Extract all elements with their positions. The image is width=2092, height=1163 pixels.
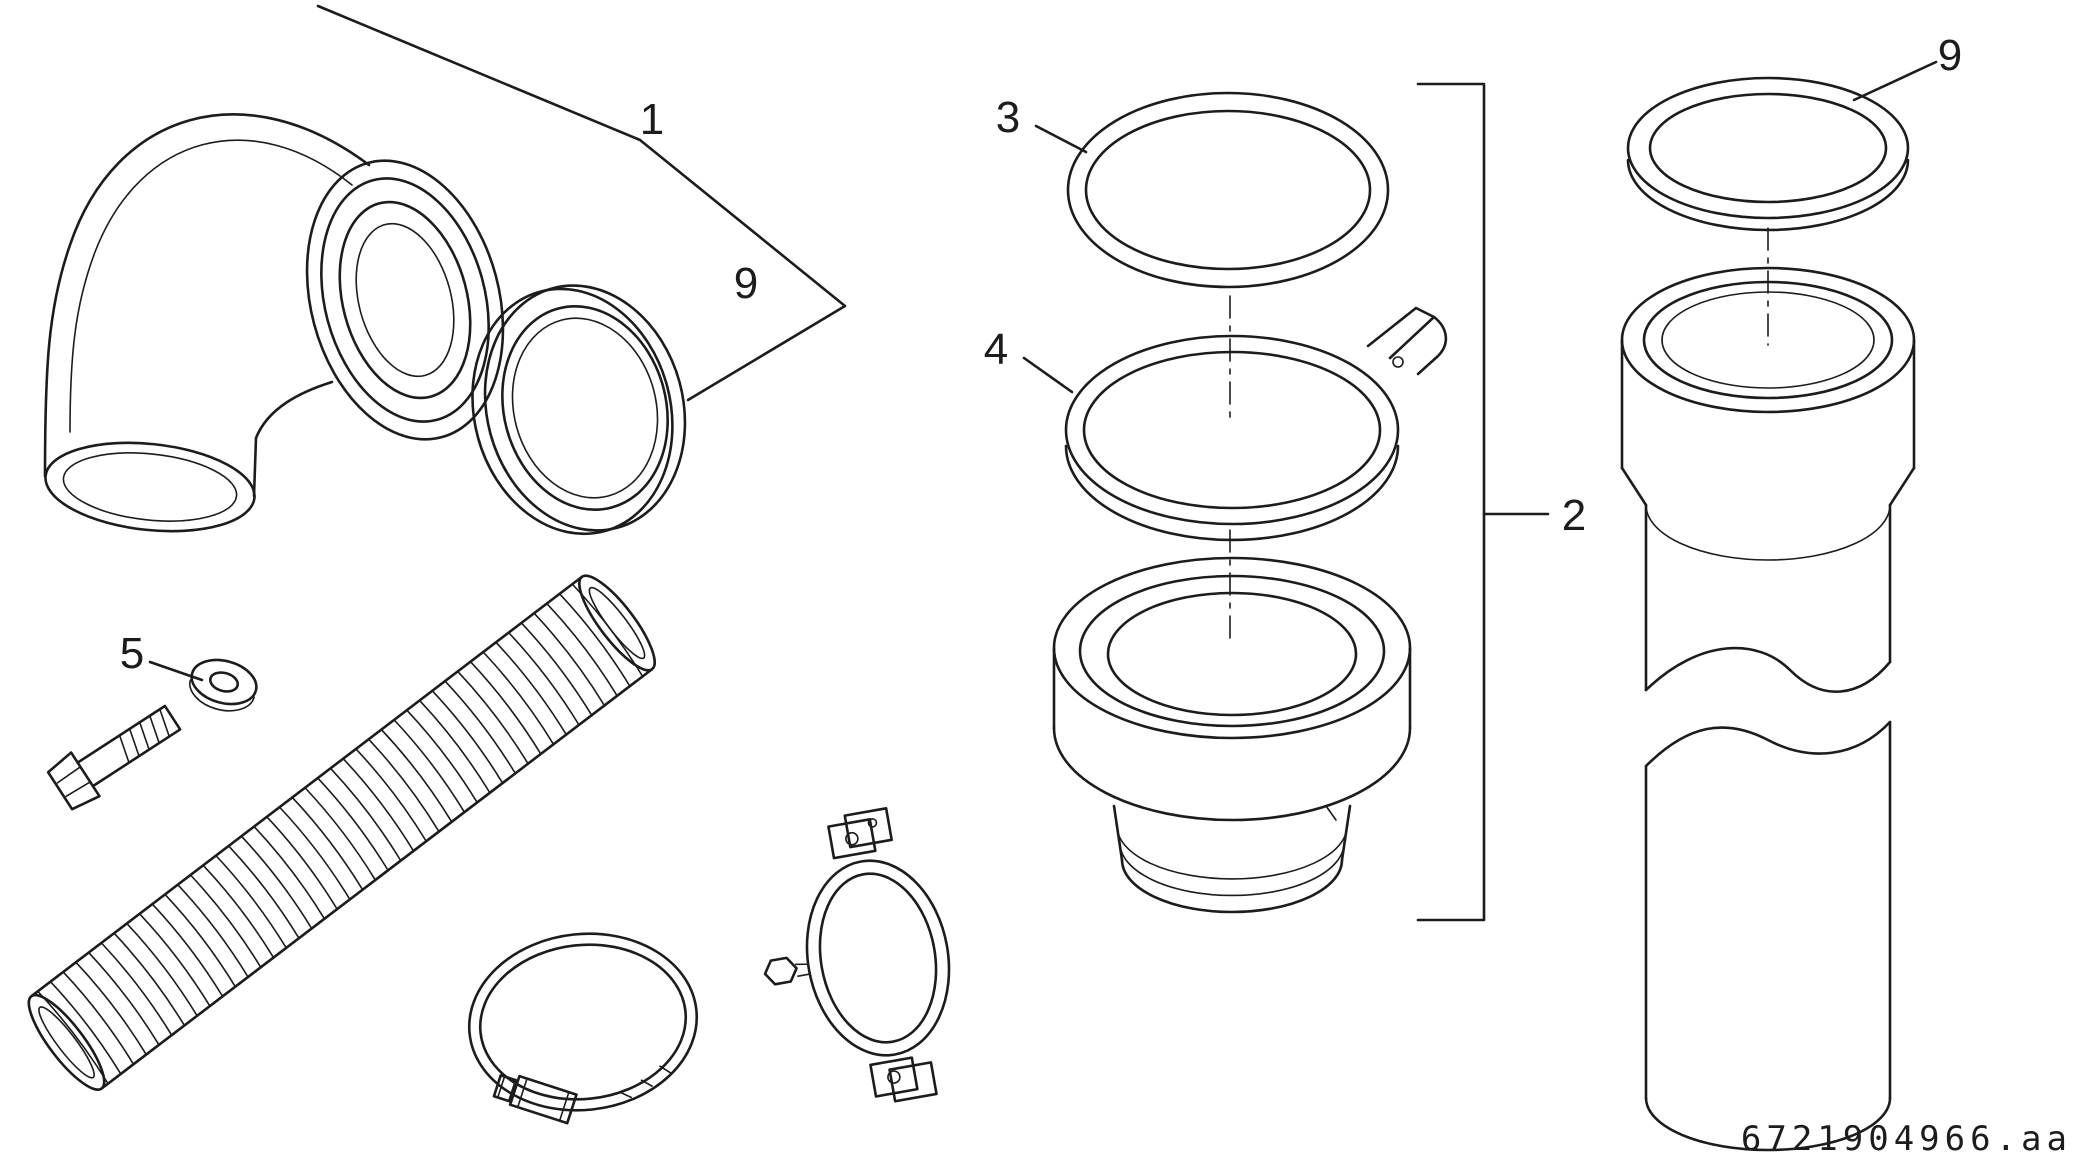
callout-3: 3 <box>996 93 1020 142</box>
leader-line-clamp-ring <box>1022 356 1074 394</box>
centerlines <box>1229 227 1769 641</box>
callout-5: 5 <box>120 629 144 678</box>
callout-4: 4 <box>984 325 1008 374</box>
corrugated-hose <box>27 574 656 1091</box>
hex-bolt <box>46 704 182 811</box>
part-number: 6721904966.aa <box>1741 1119 2072 1159</box>
leader-line-seal-right <box>1852 60 1938 102</box>
o-ring <box>1066 91 1390 289</box>
washer <box>189 658 258 712</box>
bracket-nut <box>763 956 798 986</box>
pipe-section <box>1620 266 1916 1152</box>
callout-9-left: 9 <box>734 259 758 308</box>
elbow-fitting <box>43 113 505 533</box>
hose-clamp <box>467 932 699 1125</box>
seal-ring-left <box>471 284 687 536</box>
pipe-break-upper <box>1644 646 1892 693</box>
flange-adapter <box>1052 556 1412 914</box>
callout-2: 2 <box>1562 491 1586 540</box>
hose-clamp-screw-housing <box>492 1074 578 1125</box>
leader-line-elbow-and-seal <box>316 4 847 402</box>
leader-line-bolt <box>148 660 204 682</box>
seal-ring-right <box>1626 76 1910 232</box>
clamp-ring <box>1064 306 1448 542</box>
leader-line-oring <box>1034 124 1088 154</box>
callout-9-right: 9 <box>1938 31 1962 80</box>
pipe-break-lower <box>1644 720 1892 768</box>
clamp-latch <box>1366 306 1436 360</box>
group-bracket <box>1416 82 1486 922</box>
callout-1: 1 <box>640 95 664 144</box>
pipe-mounting-bracket <box>763 807 951 1103</box>
hose-ribs <box>36 583 644 1085</box>
